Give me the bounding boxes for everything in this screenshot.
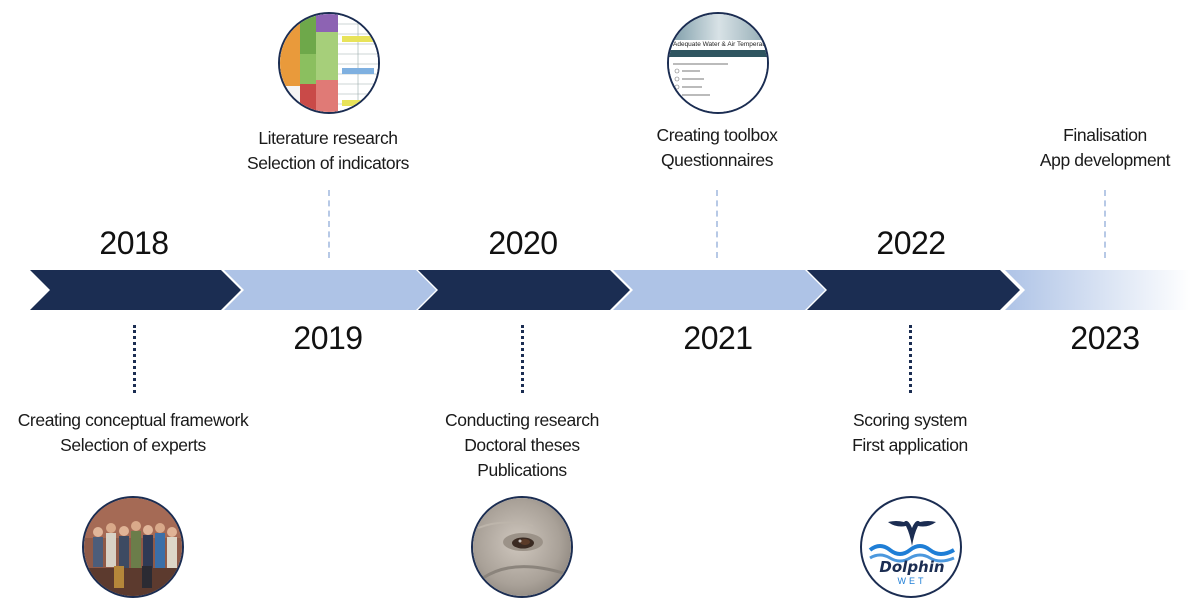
connector-2023 — [1104, 190, 1106, 258]
connector-2019 — [328, 190, 330, 258]
year-2021: 2021 — [683, 320, 753, 356]
milestone-line: Selection of experts — [60, 435, 206, 455]
year-2022: 2022 — [876, 225, 946, 261]
milestone-line: Creating conceptual framework — [17, 410, 249, 430]
milestone-line: First application — [852, 435, 968, 455]
logo-name: Dolphin — [879, 558, 945, 576]
toolbox-title: Adequate Water & Air Temperature — [673, 40, 769, 49]
milestone-2020: Conducting research Doctoral theses Publ… — [445, 408, 599, 483]
dolphin-eye-image — [471, 496, 573, 598]
connector-2021 — [716, 190, 718, 258]
milestone-line: Finalisation — [1063, 125, 1147, 145]
segment-2021 — [613, 270, 825, 310]
connector-2022 — [909, 325, 912, 393]
year-2020: 2020 — [488, 225, 558, 261]
team-photo-image — [82, 496, 184, 598]
milestone-line: Publications — [477, 460, 567, 480]
year-2019: 2019 — [293, 320, 363, 356]
segment-2018 — [30, 270, 241, 310]
connector-2018 — [133, 325, 136, 393]
segment-2023 — [1005, 270, 1191, 310]
milestone-2022: Scoring system First application — [852, 408, 968, 458]
milestone-line: App development — [1039, 150, 1171, 170]
year-2018: 2018 — [99, 225, 169, 261]
segment-2022 — [807, 270, 1020, 310]
milestone-2019: Literature research Selection of indicat… — [247, 126, 409, 176]
milestone-line: Creating toolbox — [656, 125, 778, 145]
milestone-line: Scoring system — [852, 410, 968, 430]
milestone-line: Selection of indicators — [246, 153, 410, 173]
segment-2019 — [224, 270, 436, 310]
segment-2020 — [418, 270, 630, 310]
indicator-table-image — [278, 12, 380, 114]
connector-2020 — [521, 325, 524, 393]
milestone-2021: Creating toolbox Questionnaires — [656, 123, 777, 173]
whale-tail-icon — [888, 520, 936, 546]
milestone-line: Literature research — [258, 128, 398, 148]
milestone-line: Doctoral theses — [464, 435, 580, 455]
toolbox-screenshot-image: Adequate Water & Air Temperature — [667, 12, 769, 114]
dolphin-wet-logo: Dolphin WET — [860, 496, 962, 598]
milestone-line: Questionnaires — [660, 150, 774, 170]
milestone-line: Conducting research — [445, 410, 599, 430]
year-2023: 2023 — [1070, 320, 1140, 356]
logo-subtitle: WET — [897, 576, 927, 586]
milestone-2018: Creating conceptual framework Selection … — [18, 408, 249, 458]
milestone-2023: Finalisation App development — [1039, 123, 1171, 173]
